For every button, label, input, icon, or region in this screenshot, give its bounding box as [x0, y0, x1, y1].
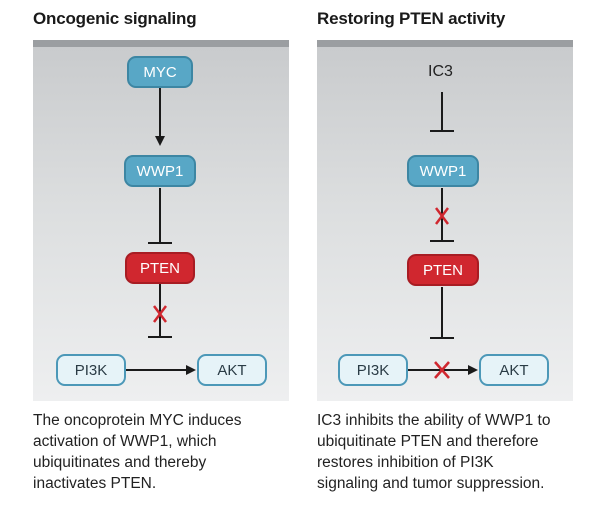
left-pten-block-cross-icon [153, 305, 167, 323]
left-title-rule [33, 40, 289, 47]
left-node-pten: PTEN [125, 252, 195, 284]
right-node-wwp1: WWP1 [407, 155, 479, 187]
left-panel-title: Oncogenic signaling [33, 9, 197, 28]
right-wwp1-block-cross-icon [435, 207, 449, 225]
right-panel-caption: IC3 inhibits the ability of WWP1 to ubiq… [317, 412, 551, 492]
right-title-rule [317, 40, 573, 47]
right-node-akt: AKT [479, 354, 549, 386]
right-pi3k-akt-block-cross-icon [434, 361, 450, 379]
right-label-ic3: IC3 [428, 63, 453, 80]
right-panel-background [317, 47, 573, 401]
left-node-myc: MYC [127, 56, 193, 88]
left-node-wwp1: WWP1 [124, 155, 196, 187]
right-node-pi3k: PI3K [338, 354, 408, 386]
left-panel-caption: The oncoprotein MYC induces activation o… [33, 412, 242, 492]
right-panel-title: Restoring PTEN activity [317, 9, 506, 28]
left-node-pi3k: PI3K [56, 354, 126, 386]
right-node-pten: PTEN [407, 254, 479, 286]
left-node-akt: AKT [197, 354, 267, 386]
